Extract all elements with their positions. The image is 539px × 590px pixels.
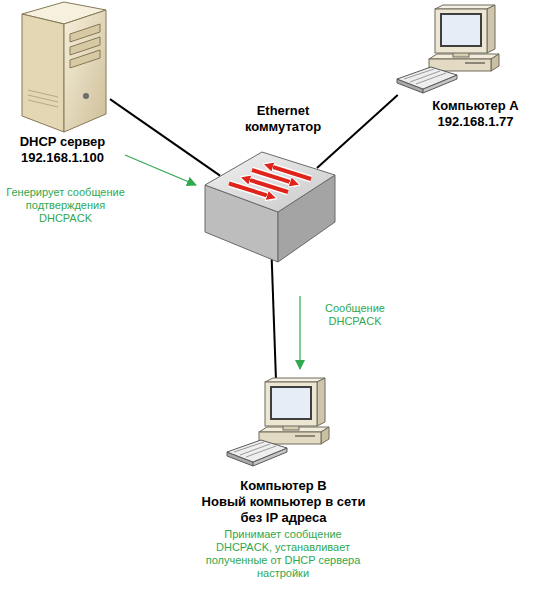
note-text: Генерирует сообщение подтверждения DHCPA…: [3, 186, 128, 225]
dhcp-server: DHCP сервер192.168.1.100: [15, 0, 110, 132]
server-icon: [28, 100, 58, 107]
computer: Компьютер А192.168.1.77: [395, 5, 500, 95]
computer-icon: [227, 378, 329, 466]
server-icon: [22, 14, 64, 132]
network-cable: [110, 99, 220, 176]
message-arrows: [125, 155, 300, 369]
switch-icon: [205, 152, 335, 212]
switch-icon: [267, 165, 311, 179]
node-label: 192.168.1.77: [416, 114, 536, 130]
node-label: Компьютер В: [224, 478, 344, 494]
switch-icon: [267, 165, 311, 179]
network-cable: [317, 95, 398, 168]
device-icons: [22, 2, 499, 466]
node-label: Новый компьютер в сети без IP адреса: [191, 494, 376, 526]
network-cable: [272, 253, 276, 378]
node-label: 192.168.1.100: [3, 150, 123, 166]
note-text: Принимает сообщение DHCPACK, устанавлива…: [203, 528, 363, 580]
computer-icon: [397, 5, 499, 93]
computer: Компьютер ВНовый компьютер в сети без IP…: [225, 378, 330, 468]
server-icon: [70, 50, 100, 68]
node-label: Компьютер А: [416, 98, 536, 114]
server-icon: [64, 10, 106, 132]
node-label: Ethernet коммутатор: [236, 103, 331, 135]
connector-layer: [110, 95, 398, 378]
message-arrow: [125, 155, 196, 185]
server-icon: [83, 93, 89, 99]
message-arrow: [299, 296, 300, 369]
note-text: Сообщение DHCPACK: [315, 302, 395, 328]
server-icon: [22, 2, 106, 132]
node-label: DHCP сервер: [3, 134, 123, 150]
switch-icon: [205, 152, 335, 262]
ethernet-switch: Ethernet коммутатор: [220, 168, 320, 253]
